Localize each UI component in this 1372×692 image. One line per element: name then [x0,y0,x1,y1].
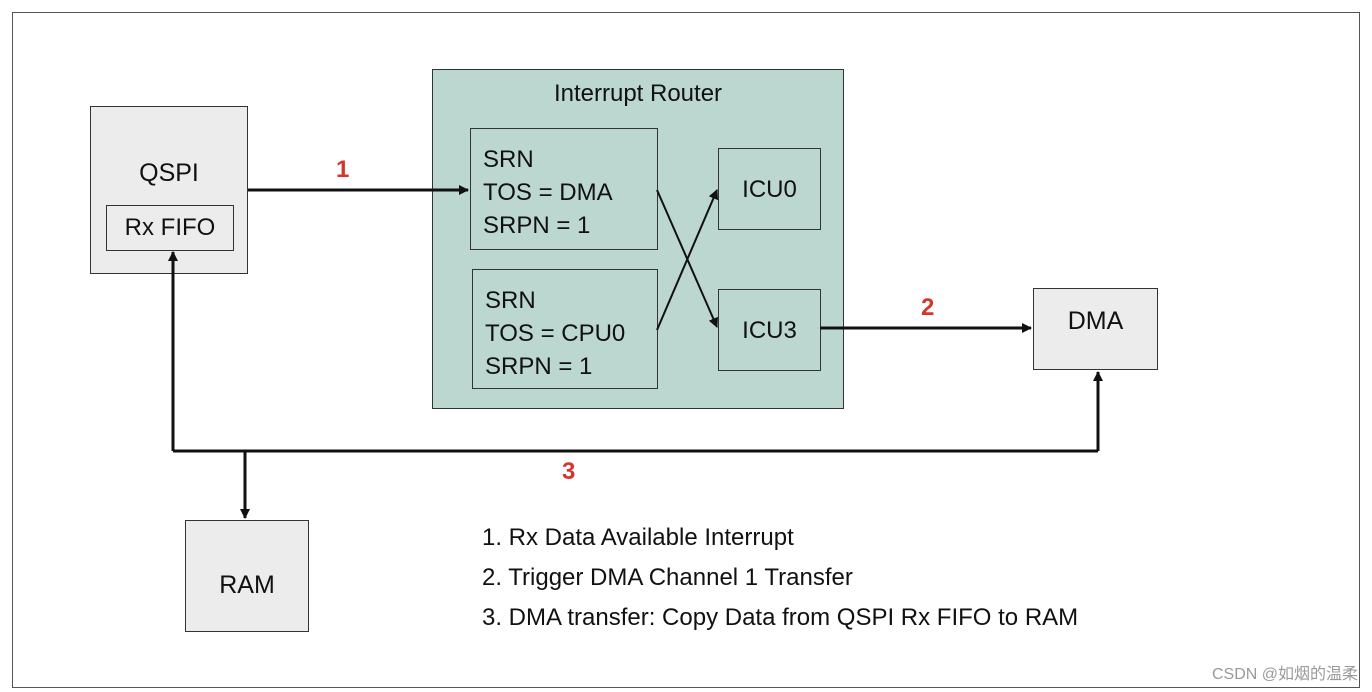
srn-dma-box: SRN TOS = DMA SRPN = 1 [470,128,658,250]
legend-item-3: 3. DMA transfer: Copy Data from QSPI Rx … [482,604,1079,631]
legend-item-2: 2. Trigger DMA Channel 1 Transfer [482,564,853,591]
step-number-2: 2 [921,294,935,321]
step-number-1: 1 [336,156,350,183]
icu0-box: ICU0 [718,148,821,230]
srn-cpu-line2: TOS = CPU0 [485,320,626,347]
legend-item-1: 1. Rx Data Available Interrupt [482,524,794,551]
qspi-block: QSPI Rx FIFO [90,106,248,274]
srn-dma-line2: TOS = DMA [483,179,613,206]
icu3-label: ICU3 [742,317,797,344]
dma-label: DMA [1067,307,1124,335]
icu3-box: ICU3 [718,289,821,371]
step-number-3: 3 [562,458,576,485]
srn-dma-line1: SRN [483,146,534,173]
dma-block: DMA [1033,288,1158,370]
interrupt-router: Interrupt Router SRN TOS = DMA SRPN = 1 … [432,69,844,409]
watermark: CSDN @如烟的温柔 [1211,666,1358,683]
srn-cpu-line3: SRPN = 1 [485,353,593,380]
srn-dma-line3: SRPN = 1 [483,212,591,239]
legend: 1. Rx Data Available Interrupt 2. Trigge… [482,518,1078,638]
ram-block: RAM [185,520,309,632]
srn-cpu-box: SRN TOS = CPU0 SRPN = 1 [472,269,658,389]
router-title: Interrupt Router [553,80,723,107]
srn-cpu-line1: SRN [485,287,536,314]
rx-fifo-label: Rx FIFO [124,214,216,241]
qspi-title: QSPI [139,159,199,187]
ram-label: RAM [219,571,275,599]
icu0-label: ICU0 [742,176,797,203]
rx-fifo-box: Rx FIFO [106,205,234,251]
